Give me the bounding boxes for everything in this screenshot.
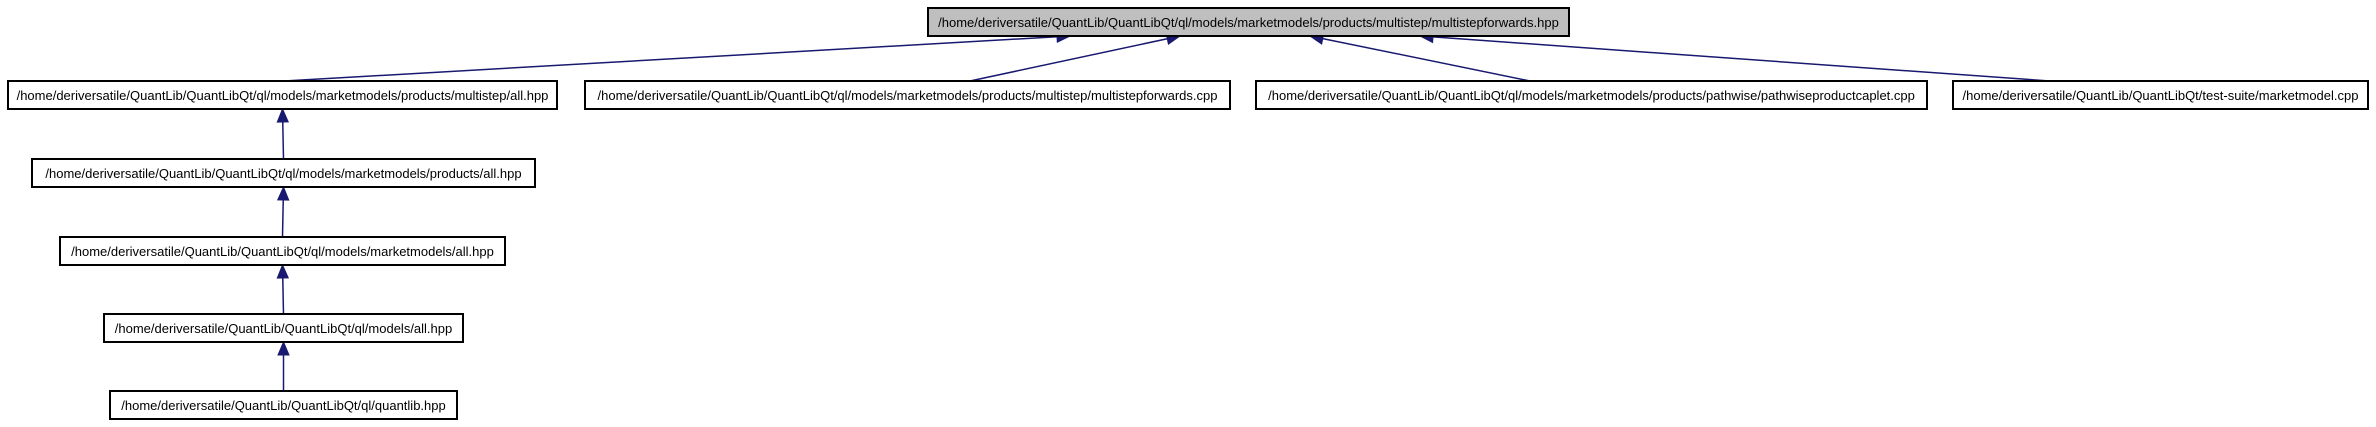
node-box[interactable] [103,313,464,343]
node-box[interactable] [1952,80,2369,110]
nodes-layer: /home/deriversatile/QuantLib/QuantLibQt/… [7,7,2369,420]
node-label: /home/deriversatile/QuantLib/QuantLibQt/… [121,398,445,413]
node-label: /home/deriversatile/QuantLib/QuantLibQt/… [1268,88,1915,103]
node-marketmodels-all[interactable]: /home/deriversatile/QuantLib/QuantLibQt/… [59,236,506,266]
node-test-marketmodel[interactable]: /home/deriversatile/QuantLib/QuantLibQt/… [1952,80,2369,110]
node-quantlib[interactable]: /home/deriversatile/QuantLib/QuantLibQt/… [109,390,458,420]
arrowhead-icon [276,185,290,201]
arrowhead-icon [276,107,290,123]
node-products-all[interactable]: /home/deriversatile/QuantLib/QuantLibQt/… [31,158,536,188]
node-box[interactable] [7,80,558,110]
arrowhead-icon [277,340,290,356]
edge-products-all-to-multistep-all [276,107,290,160]
node-box[interactable] [59,236,506,266]
edge-line [283,35,1058,82]
edge-marketmodels-all-to-products-all [276,185,290,238]
node-pathwise-caplet[interactable]: /home/deriversatile/QuantLib/QuantLibQt/… [1255,80,1928,110]
node-root[interactable]: /home/deriversatile/QuantLib/QuantLibQt/… [927,7,1570,37]
node-label: /home/deriversatile/QuantLib/QuantLibQt/… [71,244,494,259]
edge-line [969,37,1168,82]
node-models-all[interactable]: /home/deriversatile/QuantLib/QuantLibQt/… [103,313,464,343]
edge-line [282,277,285,315]
node-label: /home/deriversatile/QuantLib/QuantLibQt/… [17,88,549,103]
node-label: /home/deriversatile/QuantLib/QuantLibQt/… [598,88,1218,103]
arrowhead-icon [276,263,290,279]
node-box[interactable] [584,80,1231,110]
node-multistepforwards-cpp[interactable]: /home/deriversatile/QuantLib/QuantLibQt/… [584,80,1231,110]
node-label: /home/deriversatile/QuantLib/QuantLibQt/… [45,166,521,181]
node-box[interactable] [927,7,1570,37]
edge-pathwise-caplet-to-root [1308,32,1531,82]
node-box[interactable] [31,158,536,188]
node-multistep-all[interactable]: /home/deriversatile/QuantLib/QuantLibQt/… [7,80,558,110]
edge-multistep-all-to-root [283,30,1072,82]
node-label: /home/deriversatile/QuantLib/QuantLibQt/… [938,15,1559,30]
node-box[interactable] [1255,80,1928,110]
edge-quantlib-to-models-all [277,340,290,391]
node-box[interactable] [109,390,458,420]
node-label: /home/deriversatile/QuantLib/QuantLibQt/… [115,321,452,336]
node-label: /home/deriversatile/QuantLib/QuantLibQt/… [1963,88,2359,103]
edge-test-marketmodel-to-root [1418,30,2051,82]
edge-line [1322,37,1531,82]
edge-line [282,121,285,160]
edge-line [281,199,284,238]
edge-line [1432,36,2051,82]
edge-models-all-to-marketmodels-all [276,263,290,315]
